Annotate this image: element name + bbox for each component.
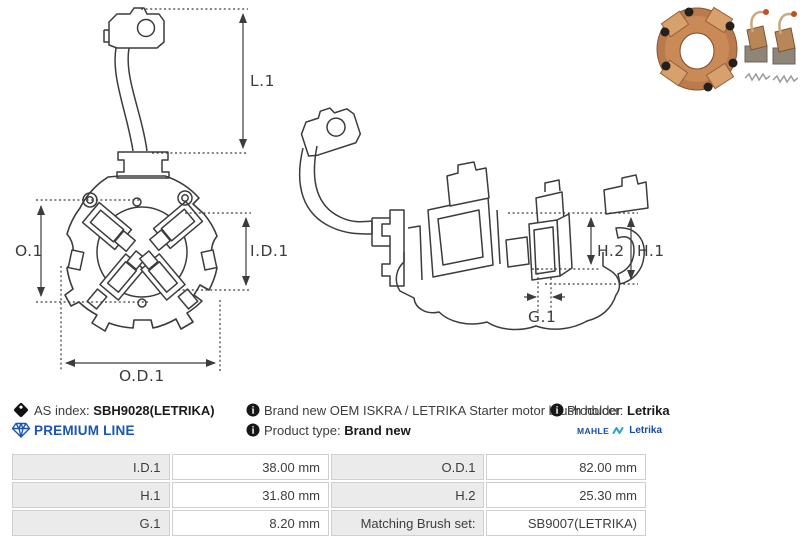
spec-value-od1: 82.00 mm bbox=[486, 454, 646, 480]
dim-od1 bbox=[60, 266, 221, 371]
svg-text:i: i bbox=[556, 405, 559, 416]
spec-row-1: I.D.1 38.00 mm O.D.1 82.00 mm bbox=[12, 454, 646, 480]
dim-label-h2: H.2 bbox=[597, 242, 625, 260]
mounting-bracket bbox=[371, 209, 405, 287]
lead-wire-front bbox=[114, 47, 148, 152]
plate-connector bbox=[116, 151, 170, 179]
wave-icon bbox=[612, 427, 624, 434]
dim-h2 bbox=[508, 212, 638, 270]
side-right-tabs bbox=[603, 174, 649, 285]
spec-value-g1: 8.20 mm bbox=[171, 510, 329, 536]
side-mid-block bbox=[505, 236, 530, 268]
plate-outline bbox=[64, 175, 218, 332]
as-index-value: SBH9028(LETRIKA) bbox=[93, 403, 215, 418]
spec-value-matching-brush-set: SB9007(LETRIKA) bbox=[486, 510, 646, 536]
premium-line-label: PREMIUM LINE bbox=[34, 423, 135, 438]
brush-box-nw bbox=[81, 201, 136, 253]
spec-label-h2: H.2 bbox=[331, 482, 485, 508]
dim-o1 bbox=[36, 199, 148, 303]
as-index-row: AS index: SBH9028(LETRIKA) bbox=[34, 404, 215, 418]
spec-label-matching-brush-set: Matching Brush set: bbox=[331, 510, 485, 536]
rim-slots bbox=[67, 249, 218, 310]
side-view-dimensions bbox=[508, 212, 638, 314]
side-brush-box-right bbox=[528, 179, 573, 281]
dim-label-id1: I.D.1 bbox=[250, 242, 289, 260]
premium-line-badge: PREMIUM LINE bbox=[34, 424, 135, 438]
spec-label-od1: O.D.1 bbox=[331, 454, 485, 480]
tag-icon bbox=[14, 403, 28, 417]
spec-value-id1: 38.00 mm bbox=[171, 454, 329, 480]
spec-table: I.D.1 38.00 mm O.D.1 82.00 mm H.1 31.80 … bbox=[10, 452, 648, 538]
info-icon: i bbox=[550, 403, 564, 417]
photo-brush-holder-ring bbox=[656, 6, 738, 92]
dim-label-l1: L.1 bbox=[250, 72, 275, 90]
spec-label-g1: G.1 bbox=[12, 510, 170, 536]
lead-wire-side bbox=[299, 145, 373, 235]
photo-springs bbox=[744, 72, 798, 84]
front-view-drawing bbox=[64, 7, 218, 332]
brand-logo: MAHLE Letrika bbox=[577, 425, 662, 436]
brush-box-ne bbox=[149, 200, 204, 252]
terminal-lug-side bbox=[300, 107, 362, 157]
side-body-base bbox=[395, 252, 621, 331]
dim-label-g1: G.1 bbox=[528, 308, 556, 326]
terminal-lug-front bbox=[103, 7, 165, 49]
product-type-row: Product type: Brand new bbox=[264, 424, 411, 438]
front-view-dimensions bbox=[36, 8, 251, 371]
dim-l1 bbox=[141, 8, 248, 154]
side-brush-box-left bbox=[427, 161, 494, 278]
brand-letrika-wordmark: Letrika bbox=[629, 425, 663, 436]
dim-h1 bbox=[545, 216, 638, 285]
dim-label-h1: H.1 bbox=[637, 242, 665, 260]
product-type-label: Product type: bbox=[264, 423, 341, 438]
svg-text:i: i bbox=[252, 425, 255, 436]
description-text: Brand new OEM ISKRA / LETRIKA Starter mo… bbox=[264, 403, 621, 418]
info-icon: i bbox=[246, 423, 260, 437]
dim-label-o1: O.1 bbox=[15, 242, 43, 260]
screw-posts bbox=[82, 190, 193, 308]
dim-id1 bbox=[178, 212, 251, 291]
spec-label-h1: H.1 bbox=[12, 482, 170, 508]
spec-label-id1: I.D.1 bbox=[12, 454, 170, 480]
diamond-icon bbox=[11, 422, 31, 438]
brand-mahle-wordmark: MAHLE bbox=[577, 425, 610, 436]
producer-value: Letrika bbox=[627, 403, 670, 418]
spec-row-3: G.1 8.20 mm Matching Brush set: SB9007(L… bbox=[12, 510, 646, 536]
spec-row-2: H.1 31.80 mm H.2 25.30 mm bbox=[12, 482, 646, 508]
producer-label: Producer: bbox=[567, 403, 624, 418]
dim-label-od1: O.D.1 bbox=[119, 367, 165, 385]
brush-box-se bbox=[139, 250, 186, 301]
side-body-lines bbox=[407, 209, 501, 281]
info-icon: i bbox=[246, 403, 260, 417]
as-index-label: AS index: bbox=[34, 403, 90, 418]
svg-text:i: i bbox=[252, 405, 255, 416]
dim-g1 bbox=[524, 268, 565, 314]
spec-value-h2: 25.30 mm bbox=[486, 482, 646, 508]
spec-value-h1: 31.80 mm bbox=[171, 482, 329, 508]
product-type-value: Brand new bbox=[344, 423, 411, 438]
side-view-drawing bbox=[299, 107, 649, 331]
photo-spare-brushes bbox=[744, 9, 798, 84]
photo-brush-caps bbox=[660, 7, 738, 92]
brush-box-sw bbox=[99, 250, 146, 301]
product-photo bbox=[656, 6, 798, 92]
plate-inner-ring bbox=[96, 206, 188, 298]
description-row: Brand new OEM ISKRA / LETRIKA Starter mo… bbox=[264, 404, 621, 418]
technical-drawing: L.1 O.1 I.D.1 O.D.1 bbox=[15, 7, 665, 385]
producer-row: Producer: Letrika bbox=[567, 404, 670, 418]
